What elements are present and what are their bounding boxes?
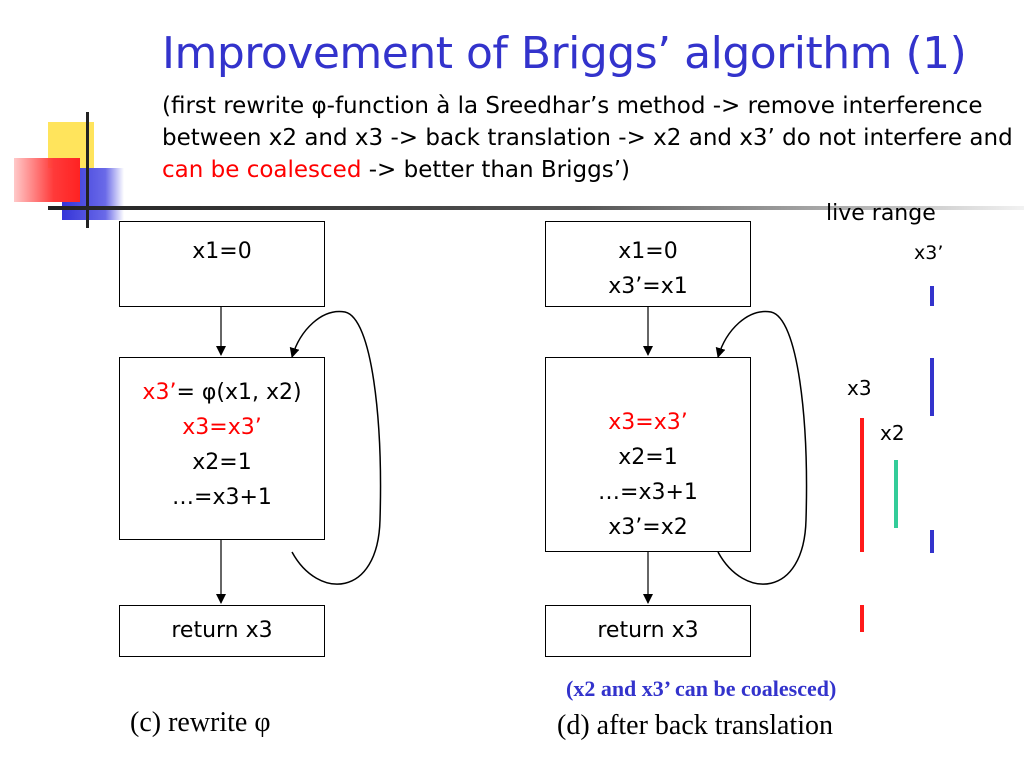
slide-title: Improvement of Briggs’ algorithm (1) xyxy=(162,28,967,79)
caption-d: (d) after back translation xyxy=(557,710,833,741)
block-d-loop-line-2: x2=1 xyxy=(618,445,678,470)
live-range-label-x2: x2 xyxy=(880,421,905,445)
decor-red-square xyxy=(14,158,80,202)
block-d-entry: x1=0 x3’=x1 xyxy=(545,221,751,307)
block-c-loop: x3’= φ(x1, x2) x3=x3’ x2=1 …=x3+1 xyxy=(119,357,325,540)
subtitle-text-3: -> better than Briggs’) xyxy=(361,157,630,183)
block-d-loop: x3=x3’ x2=1 …=x3+1 x3’=x2 xyxy=(545,357,751,552)
edge-d-back-loop xyxy=(715,310,808,585)
block-d-loop-line-1: x3=x3’ xyxy=(608,410,688,435)
block-c-loop-line-4: …=x3+1 xyxy=(172,485,272,510)
block-c-exit-line-1: return x3 xyxy=(171,618,273,643)
phi-symbol: φ xyxy=(311,93,327,119)
block-c-loop-line-1-target: x3’ xyxy=(142,380,177,405)
block-c-entry: x1=0 xyxy=(119,221,325,307)
slide-subtitle: (first rewrite φ-function à la Sreedhar’… xyxy=(162,90,1017,186)
block-d-loop-line-3: …=x3+1 xyxy=(598,480,698,505)
subtitle-highlight: can be coalesced xyxy=(162,157,362,183)
caption-c: (c) rewrite φ xyxy=(130,707,271,738)
block-c-loop-line-3: x2=1 xyxy=(192,450,252,475)
block-c-loop-line-2: x3=x3’ xyxy=(182,415,262,440)
block-c-entry-line-1: x1=0 xyxy=(192,239,252,264)
decor-horizontal-rule xyxy=(48,206,1024,210)
subtitle-text-1: (first rewrite xyxy=(162,93,312,119)
live-range-label-x3prime: x3’ xyxy=(914,242,944,264)
block-d-exit-line-1: return x3 xyxy=(597,618,699,643)
live-range-heading: live range xyxy=(826,201,936,226)
block-d-entry-line-1: x1=0 xyxy=(618,239,678,264)
block-d-entry-line-2: x3’=x1 xyxy=(608,274,688,299)
block-c-exit: return x3 xyxy=(119,605,325,657)
edge-c-back-loop xyxy=(289,310,382,585)
coalesce-note: (x2 and x3’ can be coalesced) xyxy=(566,676,837,701)
block-c-loop-line-1: x3’= φ(x1, x2) xyxy=(120,375,324,410)
block-d-exit: return x3 xyxy=(545,605,751,657)
block-d-loop-line-4: x3’=x2 xyxy=(608,515,688,540)
live-range-label-x3: x3 xyxy=(847,376,872,400)
decor-vertical-line xyxy=(86,112,89,228)
block-c-loop-line-1-phi: = φ(x1, x2) xyxy=(176,380,302,405)
subtitle-text-2: -function à la Sreedhar’s method -> remo… xyxy=(162,93,1013,151)
